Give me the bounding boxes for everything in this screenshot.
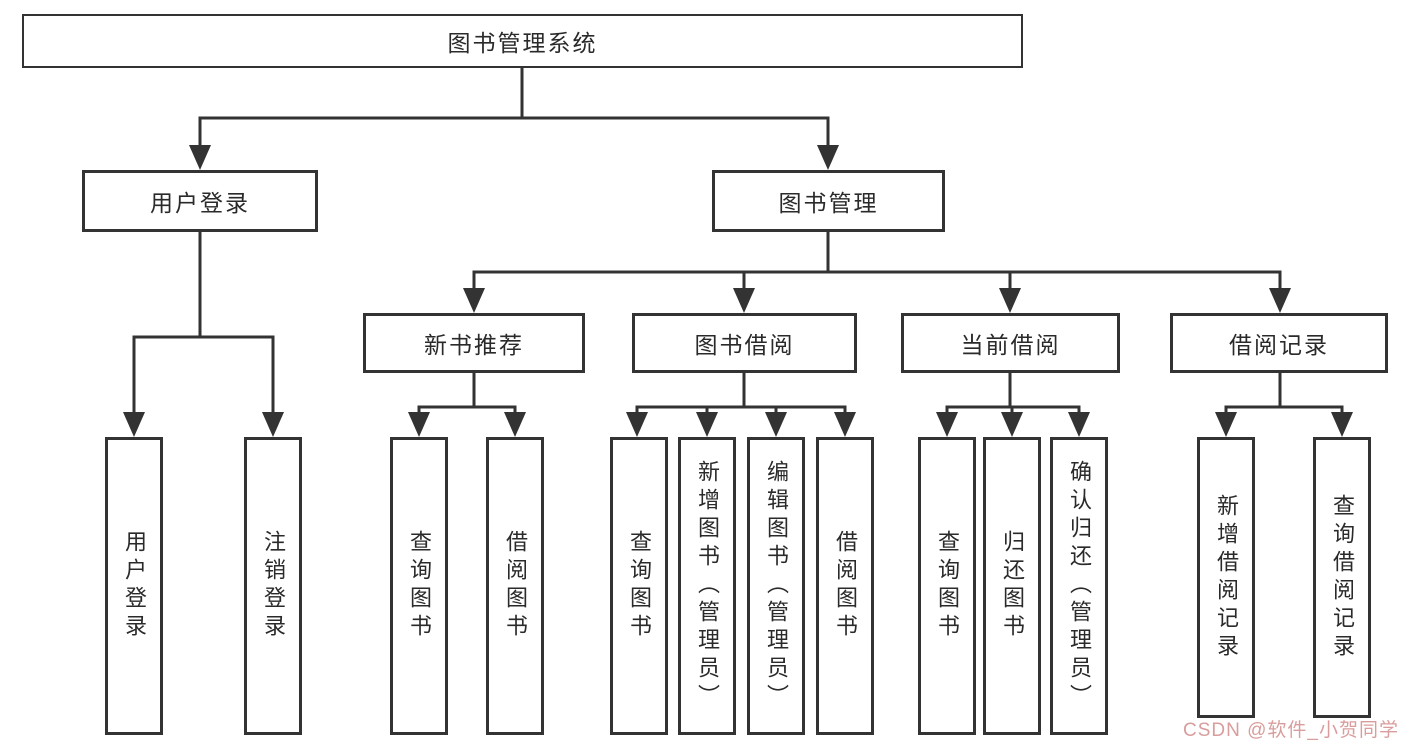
node-current-borrow: 当前借阅 — [901, 313, 1120, 373]
leaf-query-books-borrow: 查询图书 — [610, 437, 668, 735]
leaf-return-book: 归还图书 — [983, 437, 1041, 735]
leaf-confirm-return-admin: 确认归还（管理员） — [1050, 437, 1108, 735]
node-user-login: 用户登录 — [82, 170, 318, 232]
leaf-edit-book-admin: 编辑图书（管理员） — [747, 437, 805, 735]
node-root: 图书管理系统 — [22, 14, 1023, 68]
node-book-management-label: 图书管理 — [778, 190, 879, 216]
leaf-add-borrow-record: 新增借阅记录 — [1197, 437, 1255, 718]
node-book-management: 图书管理 — [712, 170, 945, 232]
csdn-watermark: CSDN @软件_小贺同学 — [1183, 720, 1399, 741]
node-user-login-label: 用户登录 — [150, 190, 250, 216]
leaf-query-books-borrow-label: 查询图书 — [627, 530, 652, 642]
leaf-query-books-current-label: 查询图书 — [935, 530, 960, 642]
node-new-book-recommend-label: 新书推荐 — [424, 332, 524, 358]
leaf-borrow-books-recommend-label: 借阅图书 — [503, 530, 528, 642]
leaf-confirm-return-admin-label: 确认归还（管理员） — [1067, 460, 1092, 712]
leaf-borrow-books-borrow-label: 借阅图书 — [833, 530, 858, 642]
node-book-borrow: 图书借阅 — [632, 313, 857, 373]
leaf-query-books-recommend: 查询图书 — [390, 437, 448, 735]
leaf-borrow-books-borrow: 借阅图书 — [816, 437, 874, 735]
leaf-add-book-admin: 新增图书（管理员） — [678, 437, 736, 735]
node-borrow-records: 借阅记录 — [1170, 313, 1388, 373]
node-borrow-records-label: 借阅记录 — [1229, 332, 1329, 358]
node-root-label: 图书管理系统 — [447, 30, 598, 56]
node-book-borrow-label: 图书借阅 — [694, 332, 795, 358]
node-current-borrow-label: 当前借阅 — [960, 332, 1061, 358]
leaf-add-borrow-record-label: 新增借阅记录 — [1214, 493, 1239, 662]
leaf-logout: 注销登录 — [244, 437, 302, 735]
leaf-add-book-admin-label: 新增图书（管理员） — [695, 460, 720, 712]
leaf-query-books-recommend-label: 查询图书 — [407, 530, 432, 642]
leaf-return-book-label: 归还图书 — [1000, 530, 1025, 642]
leaf-user-login-label: 用户登录 — [122, 530, 147, 642]
leaf-user-login: 用户登录 — [105, 437, 163, 735]
leaf-edit-book-admin-label: 编辑图书（管理员） — [764, 460, 789, 712]
leaf-query-borrow-record-label: 查询借阅记录 — [1330, 493, 1355, 662]
leaf-borrow-books-recommend: 借阅图书 — [486, 437, 544, 735]
leaf-logout-label: 注销登录 — [261, 530, 286, 642]
node-new-book-recommend: 新书推荐 — [363, 313, 585, 373]
leaf-query-borrow-record: 查询借阅记录 — [1313, 437, 1371, 718]
leaf-query-books-current: 查询图书 — [918, 437, 976, 735]
